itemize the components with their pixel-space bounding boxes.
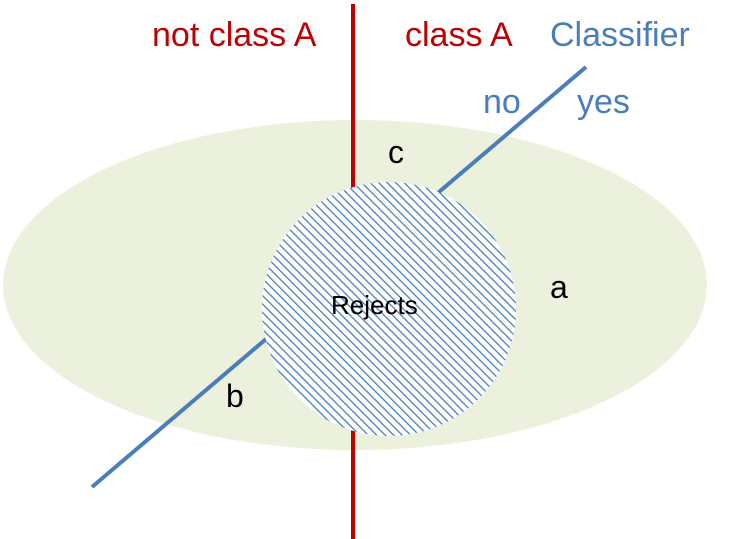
not-class-a-label: not class A [152,16,317,54]
region-c-label: c [388,134,404,170]
region-a-label: a [550,269,568,305]
rejects-circle [262,182,516,436]
class-a-label: class A [405,16,513,54]
classifier-yes-label: yes [577,83,630,121]
region-b-label: b [226,378,244,414]
rejects-label: Rejects [331,290,418,320]
classifier-no-label: no [483,83,521,121]
classifier-label: Classifier [550,16,690,54]
